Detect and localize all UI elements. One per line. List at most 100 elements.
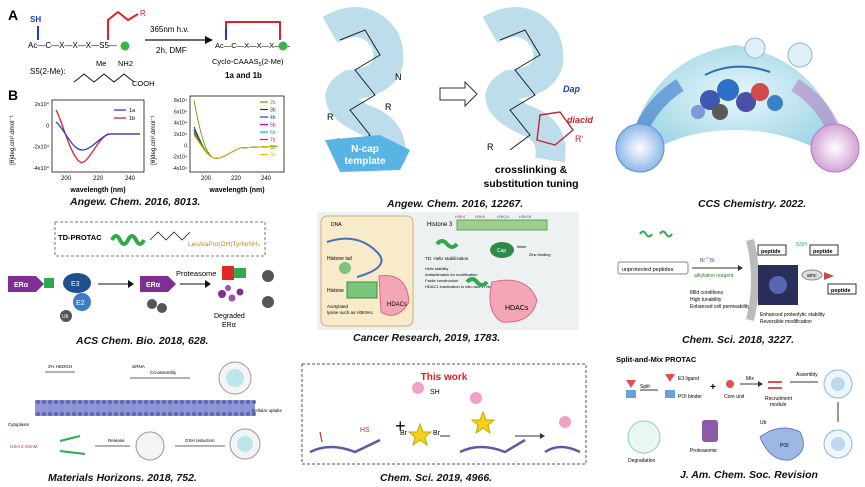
thiol-ball [412,382,424,394]
membrane-dot [36,412,40,416]
histone-block [346,281,378,299]
assembled-particle [823,369,853,399]
svg-text:SH: SH [430,389,440,396]
caption-ccs-2022: CCS Chemistry. 2022. [698,198,807,210]
svg-text:Me: Me [96,59,106,68]
membrane-dot [114,400,118,404]
svg-text:siRNA: siRNA [132,364,145,369]
membrane-dot [84,412,88,416]
chart1-ytick: -4x10⁴ [33,165,50,172]
transform-arrow [439,80,478,108]
panel-2-figure: R R O N N-cap template Dap diacid R' R c… [322,7,594,190]
svg-text:GSH reduction: GSH reduction [185,438,215,443]
membrane-dot [120,400,124,404]
panel-8-figure: This work HS + SH Br Br [301,363,587,465]
membrane-dot [204,412,208,416]
chart1-legend-label: 1a [129,108,136,114]
chart1-xtick: 220 [93,176,104,182]
membrane [746,239,759,321]
membrane-dot [90,412,94,416]
membrane-dot [72,400,76,404]
svg-text:Facile construction: Facile construction [425,278,458,283]
chart1-ylabel: [θ]deg.cm².dmol⁻¹ [9,115,16,165]
membrane-dot [246,400,250,404]
membrane-dot [162,412,166,416]
membrane-dot [234,412,238,416]
nanoparticle-bottom [229,428,261,460]
membrane-dot [60,412,64,416]
chart2-ytick: -4x10⁴ [172,166,187,172]
membrane-dot [192,412,196,416]
panel-1-figure: A Ac—C—X—X—X—S5— SH R 365nm h.v. 2h, DMF… [8,7,290,194]
panel-ncap-template: R R O N N-cap template Dap diacid R' R c… [305,0,595,215]
svg-text:+: + [395,416,406,436]
svg-text:GSH: GSH [796,242,807,248]
membrane-dot [126,412,130,416]
membrane-dot [204,400,208,404]
e2-enzyme [73,293,91,311]
svg-text:ERα: ERα [146,282,161,289]
ub-left [60,310,72,322]
ncap-template-block [325,135,410,172]
panel-this-work: This work HS + SH Br Br Chem. Sci. 2019,… [300,362,590,487]
svg-text:lysine such as H3K9Ac: lysine such as H3K9Ac [327,310,374,315]
caption-chemsci-2018: Chem. Sci. 2018, 3227. [682,334,795,346]
membrane-dot [120,412,124,416]
svg-text:POI: POI [780,443,789,449]
resin-bead [120,41,130,51]
svg-text:H3K9: H3K9 [475,214,486,219]
s5-skeleton [73,73,135,83]
svg-text:Ac—C—X—X—X—S—: Ac—C—X—X—X—S— [215,41,290,50]
proteasome-label: Proteasome [176,269,216,278]
membrane-dot [216,400,220,404]
membrane-dot [150,412,154,416]
proteasome-shape [702,420,718,442]
chart1-xtick: 240 [125,176,136,182]
svg-text:HDAC1 inactivation in vitro an: HDAC1 inactivation in vitro and in vivo [425,284,494,289]
svg-text:Release: Release [108,438,125,443]
membrane-dot [228,412,232,416]
panel-9-figure: Split-and-Mix PROTAC Split E3 ligand POI… [616,355,853,464]
membrane-dot [114,412,118,416]
histone3-bar [456,219,548,231]
art-backdrop [625,45,850,170]
svg-text:+: + [710,382,716,393]
chart1-ytick: -2x10⁴ [33,144,50,151]
panel-ccs-art: CCS Chemistry. 2022. [610,0,865,215]
chart2-xtick: 220 [231,176,242,182]
degraded-label-1: Degraded [214,313,245,320]
membrane-dot [240,412,244,416]
s5-label: S5(2-Me): [30,67,66,76]
backbone-left [339,29,381,151]
left-sphere [615,123,665,173]
svg-text:Histone: Histone [327,288,344,294]
svg-text:alkylation reagent: alkylation reagent [694,273,734,279]
dap-label: Dap [563,84,581,94]
svg-text:POI binder: POI binder [678,394,702,400]
svg-text:Cap: Cap [497,248,506,254]
membrane-dot [156,400,160,404]
membrane-dot [192,400,196,404]
membrane-dot [90,400,94,404]
panel-cancer-research: DNA Histone tail Histone Acetylated lysi… [317,212,579,346]
membrane-dot [138,400,142,404]
hdac-right [489,279,538,323]
svg-text:COOH: COOH [132,79,155,88]
svg-text:Acetylated: Acetylated [327,304,349,309]
e3-ligase [63,273,91,293]
membrane-dot [252,412,256,416]
svg-text:Assembly: Assembly [796,372,818,378]
degraded-label-2: ERα [222,322,236,329]
membrane-dot [228,400,232,404]
membrane-dot [240,400,244,404]
membrane-dot [42,400,46,404]
svg-text:Reversible modification: Reversible modification [760,319,812,325]
td-protac-label: TD-PROTAC [58,233,102,242]
membrane-dot [234,400,238,404]
svg-text:R: R [487,142,494,152]
tuning-line-1: crosslinking & [495,164,568,176]
template-label: template [344,156,386,167]
membrane-dot [66,400,70,404]
svg-text:H3K4: H3K4 [455,214,466,219]
chart1-legend-label: 1b [129,116,135,122]
